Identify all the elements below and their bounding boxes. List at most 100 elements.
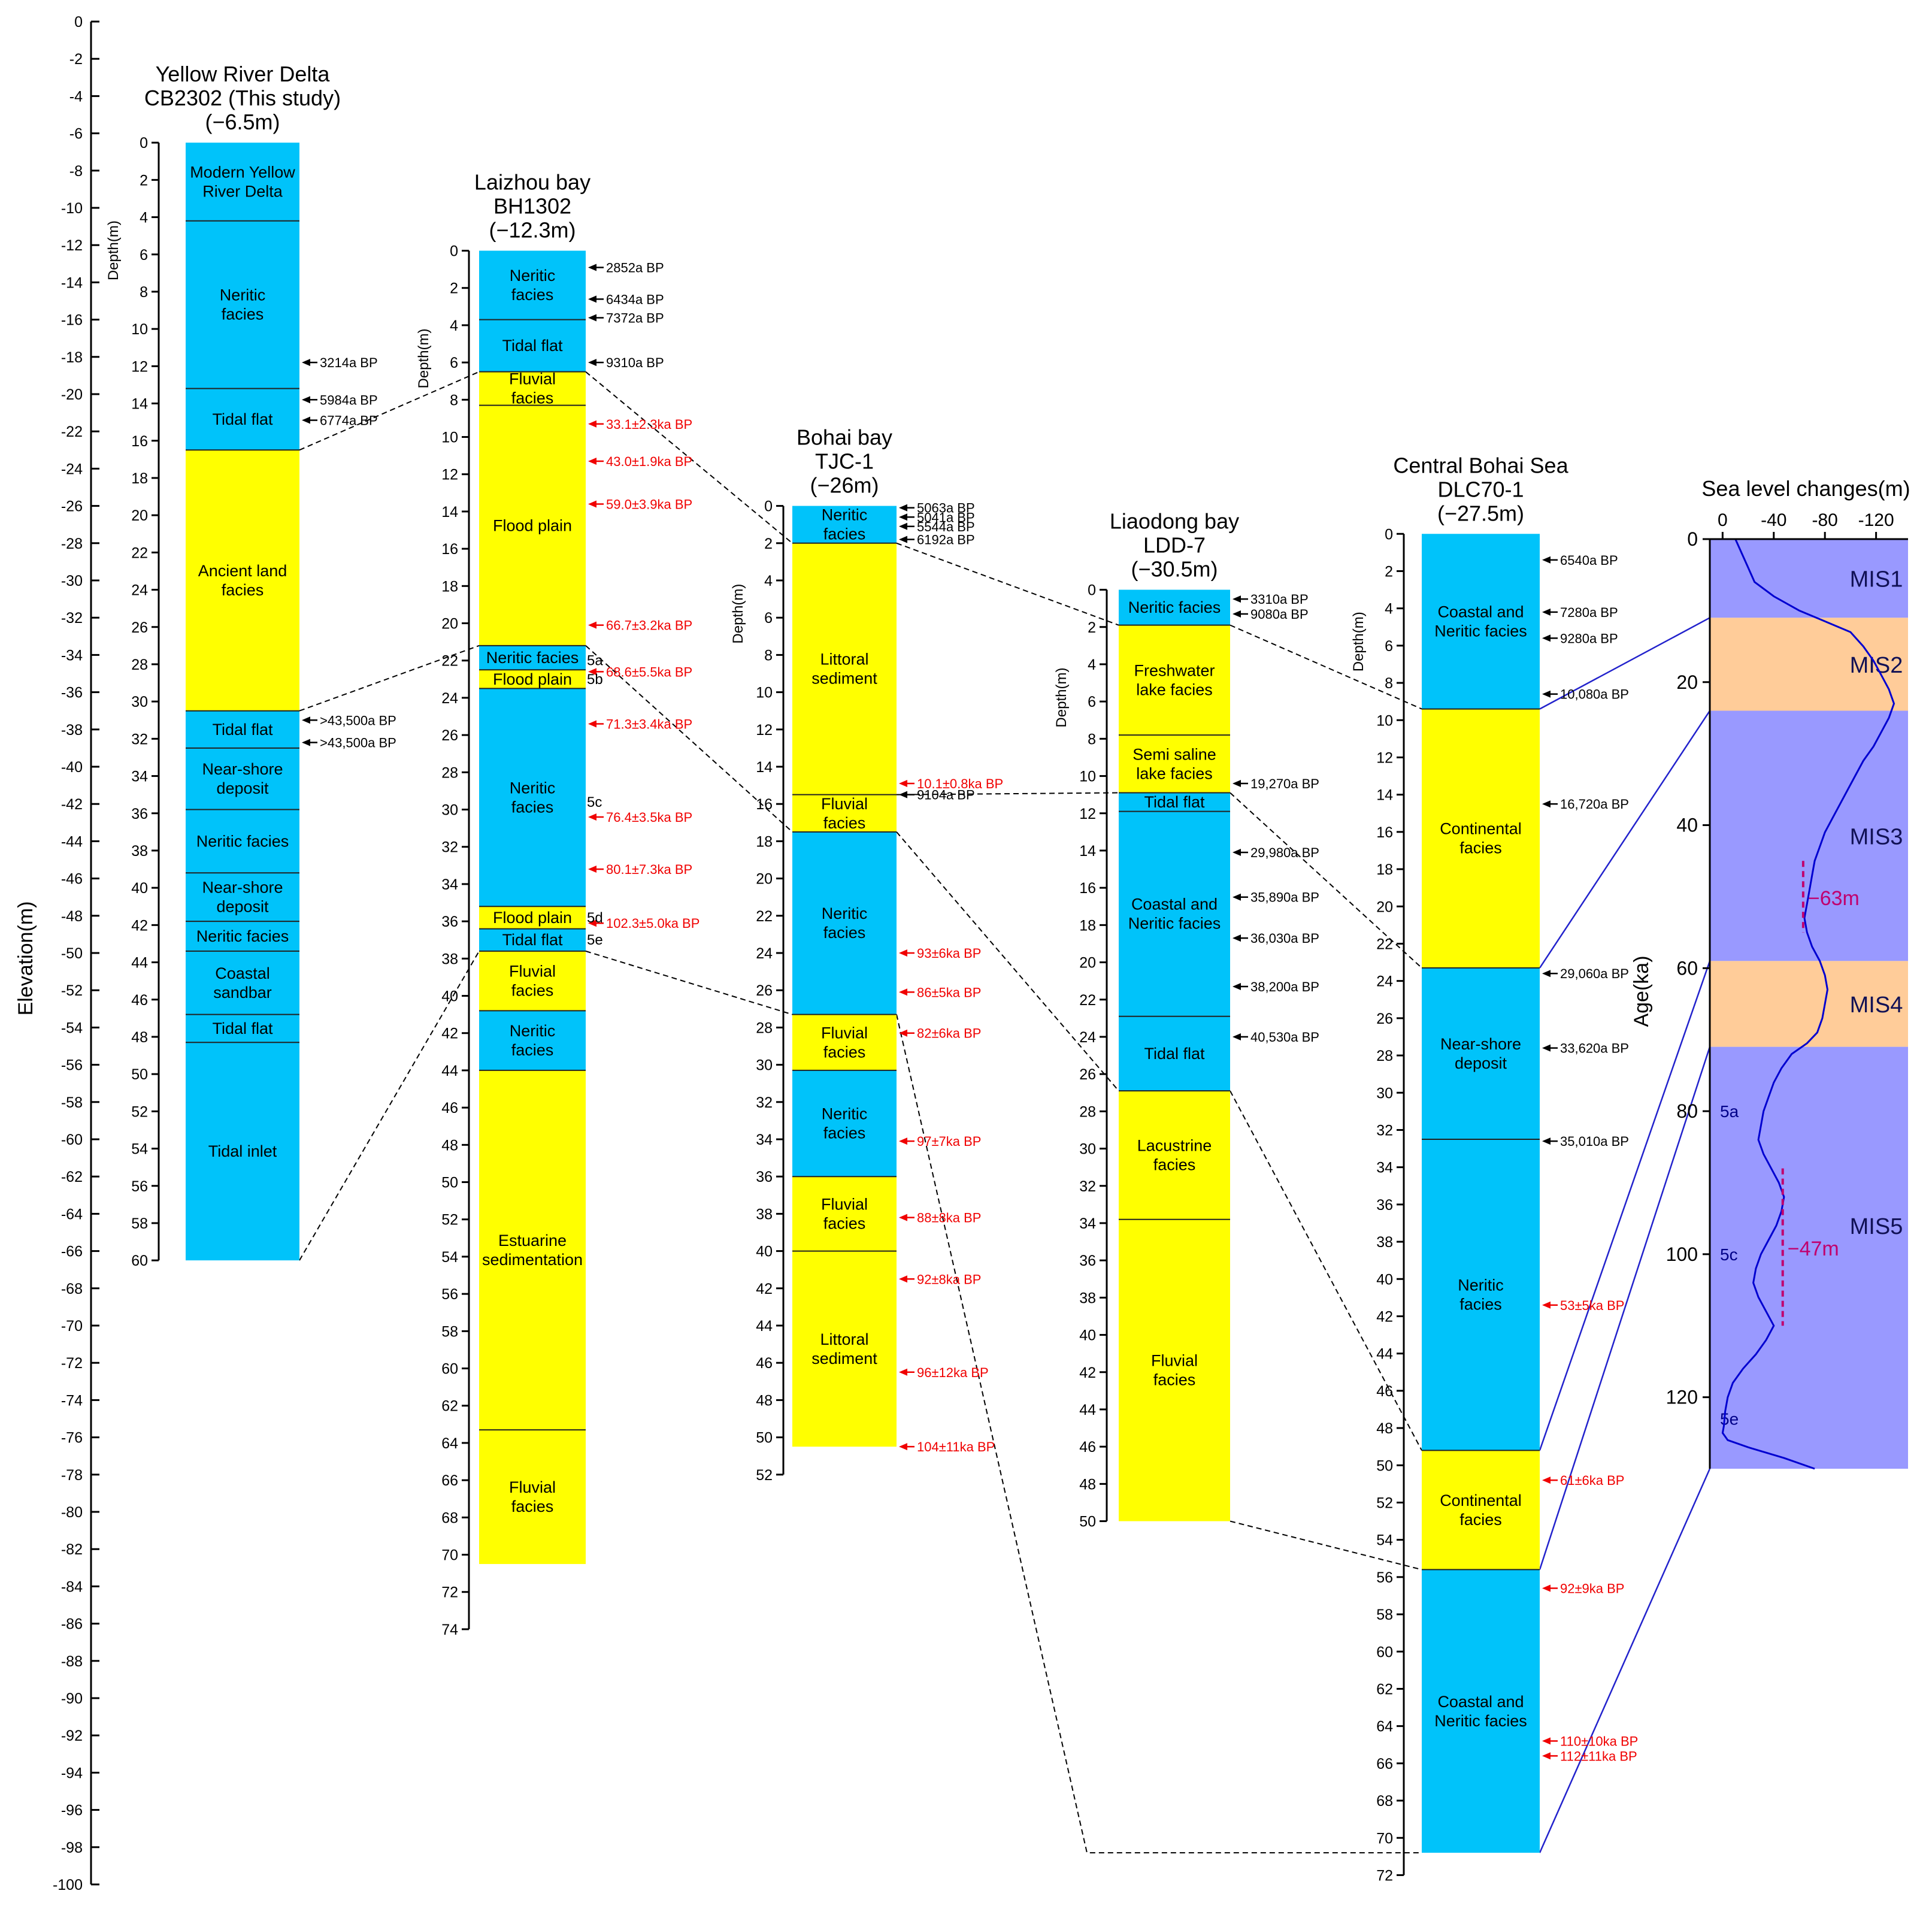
- layer-label: Neritic: [510, 267, 556, 285]
- layer-label: facies: [222, 305, 264, 323]
- layer-label: facies: [1459, 1296, 1502, 1314]
- age-label: 16,720a BP: [1560, 797, 1629, 812]
- layer-marine: [186, 220, 299, 389]
- layer-label: sediment: [811, 670, 877, 688]
- depth-tick-label: 48: [756, 1392, 773, 1409]
- correlation-line: [896, 792, 1119, 795]
- depth-tick-label: 22: [131, 544, 148, 561]
- depth-tick-label: 18: [756, 833, 773, 850]
- depth-tick-label: 4: [764, 573, 773, 589]
- age-arrow-head: [899, 1443, 907, 1451]
- layer-label: Neritic facies: [196, 832, 289, 850]
- depth-tick-label: 56: [441, 1286, 458, 1303]
- depth-tick-label: 66: [441, 1472, 458, 1489]
- sea-level-panel: MIS1MIS2MIS3MIS4MIS55a5c5e−63m−47m0-40-8…: [1630, 476, 1910, 1470]
- depth-tick-label: 48: [1079, 1476, 1096, 1493]
- elevation-tick-label: -70: [61, 1318, 83, 1335]
- age-label: 7372a BP: [606, 310, 664, 325]
- depth-tick-label: 4: [450, 317, 458, 334]
- elevation-tick-label: -66: [61, 1244, 83, 1260]
- correlation-line: [896, 831, 1119, 1091]
- layer-label: Fluvial: [509, 370, 556, 388]
- layer-label: Near-shore: [1440, 1035, 1521, 1053]
- layer-marine: [479, 319, 586, 372]
- age-label: 88±8ka BP: [917, 1211, 981, 1226]
- core-title-line: Liaodong bay: [1110, 509, 1239, 534]
- depth-tick-label: 24: [756, 945, 773, 962]
- age-arrow-head: [302, 716, 310, 724]
- elevation-tick-label: -84: [61, 1578, 83, 1595]
- depth-tick-label: 2: [1385, 563, 1393, 580]
- age-arrow-head: [899, 1368, 907, 1376]
- layer-label: facies: [511, 982, 554, 1000]
- core-title-line: Central Bohai Sea: [1393, 453, 1568, 477]
- depth-tick-label: 42: [441, 1025, 458, 1042]
- layer-label: Flood plain: [493, 909, 572, 927]
- layer-marine: [1119, 589, 1230, 625]
- age-arrow-head: [1233, 779, 1241, 787]
- age-arrow-head: [1233, 934, 1241, 942]
- layer-marine: [186, 951, 299, 1015]
- depth-tick-label: 16: [756, 796, 773, 813]
- layer-label: facies: [511, 286, 554, 304]
- age-label: 9104a BP: [917, 788, 975, 803]
- depth-tick-label: 24: [1079, 1029, 1096, 1046]
- depth-tick-label: 10: [756, 685, 773, 701]
- age-arrow-head: [588, 720, 596, 728]
- depth-axis-label: Depth(m): [730, 584, 746, 644]
- layer-marine: [186, 1042, 299, 1261]
- age-arrow-head: [588, 420, 596, 428]
- depth-tick-label: 52: [441, 1212, 458, 1229]
- elevation-tick-label: -36: [61, 685, 83, 701]
- layer-marine: [479, 928, 586, 951]
- depth-tick-label: 48: [441, 1137, 458, 1154]
- depth-tick-label: 56: [1376, 1569, 1393, 1586]
- depth-tick-label: 58: [441, 1323, 458, 1340]
- age-arrow-head: [899, 779, 907, 787]
- core-title-line: (−30.5m): [1131, 557, 1218, 582]
- layer-marine: [479, 645, 586, 670]
- layer-continental: [479, 1430, 586, 1565]
- sea-x-tick-label: -120: [1858, 510, 1894, 530]
- depth-tick-label: 22: [756, 908, 773, 925]
- layer-label: facies: [511, 389, 554, 407]
- age-arrow-head: [899, 1275, 907, 1283]
- depth-tick-label: 12: [441, 467, 458, 483]
- age-arrow-head: [588, 866, 596, 873]
- age-label: 5041a BP: [917, 510, 975, 525]
- age-arrow-head: [588, 500, 596, 508]
- layer-label: deposit: [216, 898, 269, 916]
- sea-y-tick-label: 40: [1676, 815, 1698, 836]
- elevation-tick-label: -46: [61, 871, 83, 888]
- depth-tick-label: 28: [756, 1019, 773, 1036]
- mis-stage-band: [1710, 710, 1908, 961]
- layer-label: Coastal: [215, 964, 270, 982]
- depth-tick-label: 24: [441, 690, 458, 707]
- depth-tick-label: 36: [441, 913, 458, 930]
- core-title-line: Yellow River Delta: [156, 62, 331, 86]
- layer-label: Modern Yellow: [190, 163, 295, 181]
- depth-tick-label: 8: [450, 392, 458, 409]
- mis-substage-label: 5b: [587, 671, 603, 688]
- layer-marine: [1119, 792, 1230, 812]
- sea-y-tick-label: 100: [1666, 1244, 1698, 1265]
- age-label: 68.6±5.5ka BP: [606, 664, 692, 679]
- age-arrow-head: [899, 791, 907, 798]
- elevation-tick-label: -14: [61, 274, 83, 291]
- layer-label: Continental: [1440, 1491, 1522, 1509]
- mis-substage-label: 5c: [587, 794, 602, 810]
- elevation-tick-label: -40: [61, 759, 83, 776]
- depth-tick-label: 54: [1376, 1532, 1393, 1549]
- mis-stage-label: MIS1: [1850, 567, 1903, 592]
- layer-continental: [1119, 1219, 1230, 1521]
- elevation-tick-label: -42: [61, 796, 83, 813]
- depth-tick-label: 64: [1376, 1719, 1393, 1735]
- age-label: 19,270a BP: [1250, 776, 1319, 791]
- layer-label: Coastal and: [1437, 1693, 1524, 1711]
- depth-tick-label: 2: [140, 172, 148, 189]
- elevation-tick-label: -86: [61, 1616, 83, 1633]
- elevation-tick-label: -60: [61, 1132, 83, 1148]
- layer-continental: [792, 1014, 897, 1070]
- age-label: 35,010a BP: [1560, 1134, 1629, 1149]
- depth-tick-label: 42: [1079, 1365, 1096, 1381]
